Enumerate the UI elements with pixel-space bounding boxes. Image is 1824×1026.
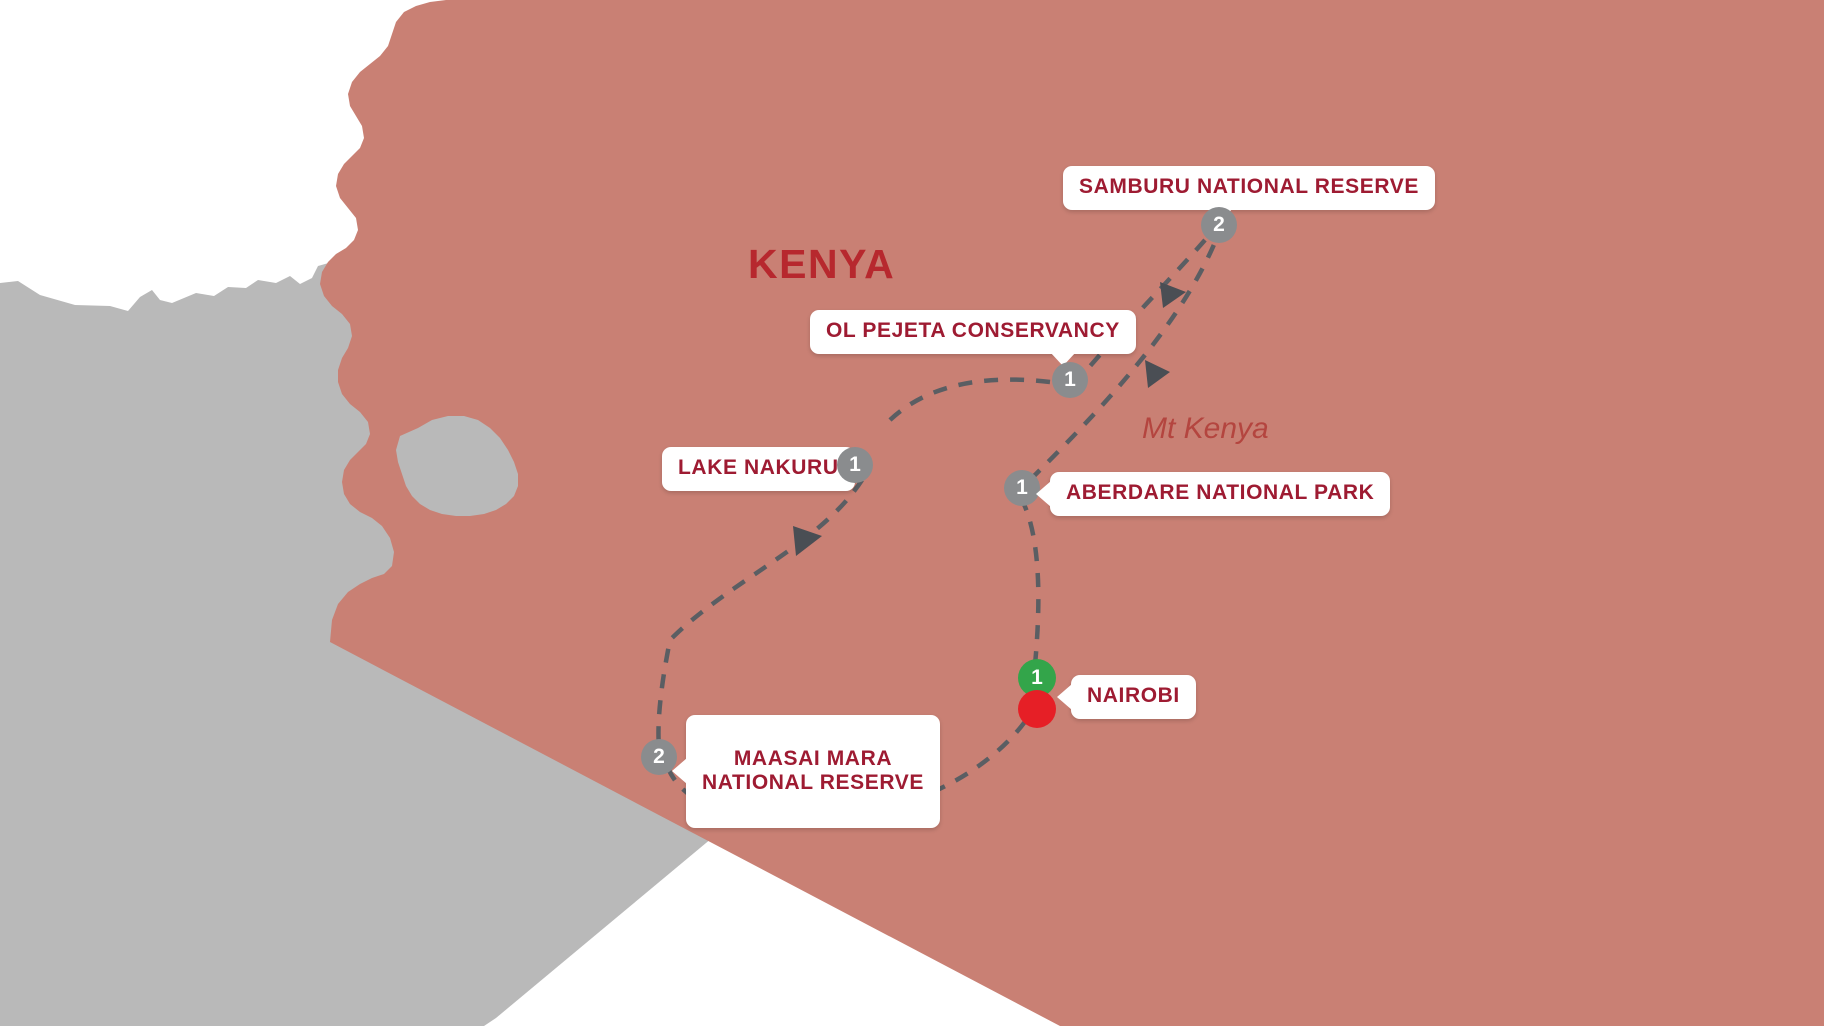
marker-samburu[interactable]: 2	[1201, 207, 1237, 243]
mt-kenya-label: Mt Kenya	[1142, 412, 1269, 445]
route-nakuru-to-maasaimara	[656, 478, 864, 757]
callout-maasai-mara-text: MAASAI MARA NATIONAL RESERVE	[702, 746, 924, 794]
callout-nairobi-text: NAIROBI	[1087, 684, 1180, 707]
callout-lake-nakuru[interactable]: LAKE NAKURU	[662, 447, 869, 491]
marker-samburu-nights: 2	[1213, 213, 1225, 236]
callout-samburu[interactable]: SAMBURU NATIONAL RESERVE	[1063, 166, 1435, 222]
callout-nairobi[interactable]: NAIROBI	[1057, 675, 1196, 719]
marker-aberdare[interactable]: 1	[1004, 470, 1040, 506]
callout-tail-left-icon	[1036, 480, 1051, 507]
callout-tail-left-icon	[1057, 683, 1072, 710]
country-title: KENYA	[748, 241, 896, 287]
arrow-from-samburu	[1145, 360, 1170, 388]
callout-tail-left-icon	[672, 758, 687, 785]
lake-victoria-inset-shape	[396, 416, 518, 516]
marker-aberdare-nights: 1	[1016, 476, 1028, 499]
route-samburu-to-olpejeta	[1078, 238, 1207, 380]
callout-aberdare-text: ABERDARE NATIONAL PARK	[1066, 481, 1375, 504]
route-nairobi-to-aberdare	[1019, 498, 1041, 666]
callout-lake-nakuru-text: LAKE NAKURU	[678, 456, 839, 479]
route-olpejeta-to-nakuru	[888, 377, 1051, 422]
callout-ol-pejeta[interactable]: OL PEJETA CONSERVANCY	[810, 310, 1136, 366]
marker-maasai-mara[interactable]: 2	[641, 739, 677, 775]
arrow-to-samburu	[1160, 282, 1186, 308]
marker-ol-pejeta[interactable]: 1	[1052, 362, 1088, 398]
route-aberdare-to-samburu	[1028, 234, 1221, 482]
marker-maasai-mara-nights: 2	[653, 745, 665, 768]
marker-nairobi-nights: 1	[1031, 666, 1043, 689]
arrow-to-maasaimara	[793, 526, 822, 556]
callout-ol-pejeta-text: OL PEJETA CONSERVANCY	[826, 319, 1120, 342]
marker-lake-nakuru[interactable]: 1	[837, 447, 873, 483]
marker-lake-nakuru-nights: 1	[849, 453, 861, 476]
marker-ol-pejeta-nights: 1	[1064, 368, 1076, 391]
callout-aberdare[interactable]: ABERDARE NATIONAL PARK	[1036, 472, 1391, 516]
marker-nairobi-city[interactable]	[1018, 690, 1056, 728]
callout-samburu-text: SAMBURU NATIONAL RESERVE	[1079, 175, 1419, 198]
callout-maasai-mara[interactable]: MAASAI MARA NATIONAL RESERVE	[672, 715, 940, 828]
